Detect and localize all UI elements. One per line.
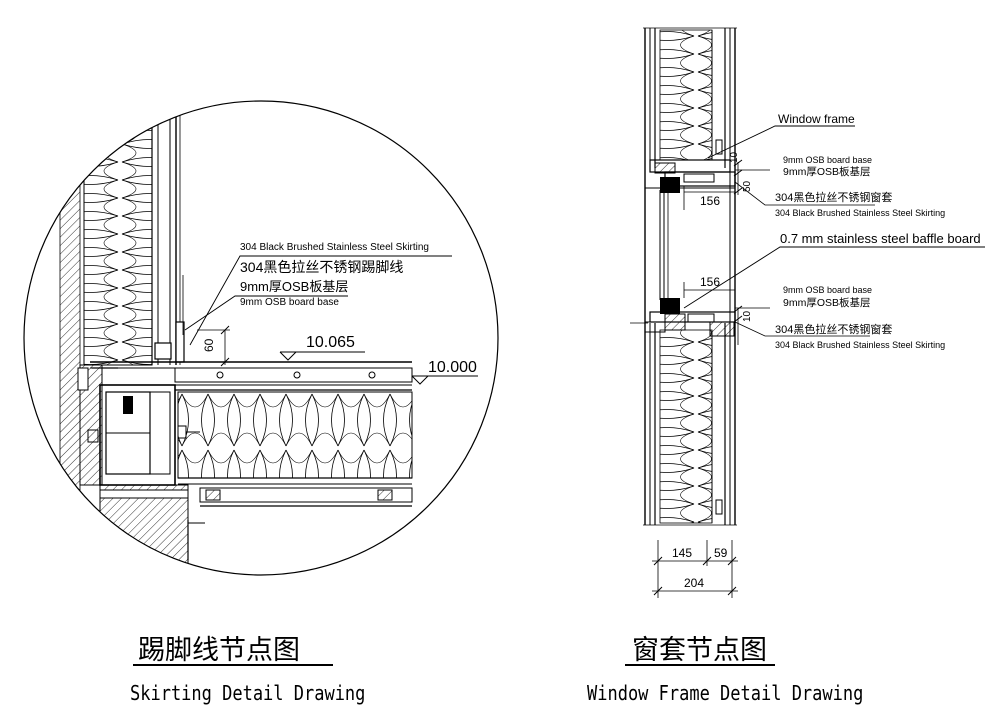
skirting-label-en: 304 Black Brushed Stainless Steel Skirti… [240, 242, 429, 253]
window-frame-label: Window frame [778, 112, 855, 126]
detail-circle [23, 100, 499, 576]
skirting-title-en: Skirting Detail Drawing [130, 681, 366, 705]
window-frame-detail: 156 156 10 50 10 Window frame 9mm OSB bo… [630, 27, 985, 598]
osb-label-cn: 9mm厚OSB板基层 [240, 279, 348, 294]
cladding-strip [59, 101, 81, 491]
skirting-title-underline [133, 664, 333, 666]
window-sill [644, 298, 736, 337]
wall-insulation [83, 101, 153, 366]
sleeve-cn-1: 304黑色拉丝不锈钢窗套 [775, 190, 892, 204]
wall-thickness-dims: 145 59 204 [652, 540, 738, 598]
dim-50-top: 50 [742, 180, 753, 192]
elev-floor: 10.065 [306, 334, 355, 351]
osb-cn-2: 9mm厚OSB板基层 [783, 296, 871, 309]
skirting-annotations: 304 Black Brushed Stainless Steel Skirti… [182, 242, 478, 385]
wall-insulation-top [659, 29, 713, 161]
dim-145: 145 [672, 546, 692, 560]
dim-10-bottom: 10 [742, 310, 753, 322]
skirting-label-cn: 304黑色拉丝不锈钢踢脚线 [240, 259, 403, 275]
skirting-detail: 304 Black Brushed Stainless Steel Skirti… [23, 100, 499, 576]
dim-59: 59 [714, 546, 728, 560]
osb-label-en: 9mm OSB board base [240, 297, 339, 308]
window-annotations: Window frame 9mm OSB board base 9mm厚OSB板… [683, 112, 985, 350]
dim-10-top: 10 [729, 151, 740, 163]
wall-lines [643, 27, 737, 526]
wall-insulation-bottom [659, 329, 713, 524]
opening-dims: 156 156 10 50 10 [683, 151, 753, 345]
sleeve-cn-2: 304黑色拉丝不锈钢窗套 [775, 322, 892, 336]
dim-156-top: 156 [700, 194, 720, 208]
window-title-cn: 窗套节点图 [632, 635, 767, 666]
dim-156-bottom: 156 [700, 275, 720, 289]
baffle-label: 0.7 mm stainless steel baffle board [780, 231, 981, 246]
window-title-en: Window Frame Detail Drawing [587, 681, 864, 705]
osb-en-1: 9mm OSB board base [783, 155, 872, 165]
steel-section [99, 384, 176, 486]
sleeve-en-1: 304 Black Brushed Stainless Steel Skirti… [775, 208, 945, 218]
osb-en-2: 9mm OSB board base [783, 285, 872, 295]
skirting-title-cn: 踢脚线节点图 [138, 635, 300, 666]
floor-deck [174, 367, 413, 383]
window-title-underline [625, 664, 775, 666]
osb-cn-1: 9mm厚OSB板基层 [783, 165, 871, 178]
dim-204: 204 [684, 576, 704, 590]
elev-base: 10.000 [428, 359, 477, 376]
dim-60: 60 [202, 338, 216, 352]
floor-insulation [177, 391, 413, 479]
sleeve-en-2: 304 Black Brushed Stainless Steel Skirti… [775, 340, 945, 350]
window-head [645, 159, 736, 193]
